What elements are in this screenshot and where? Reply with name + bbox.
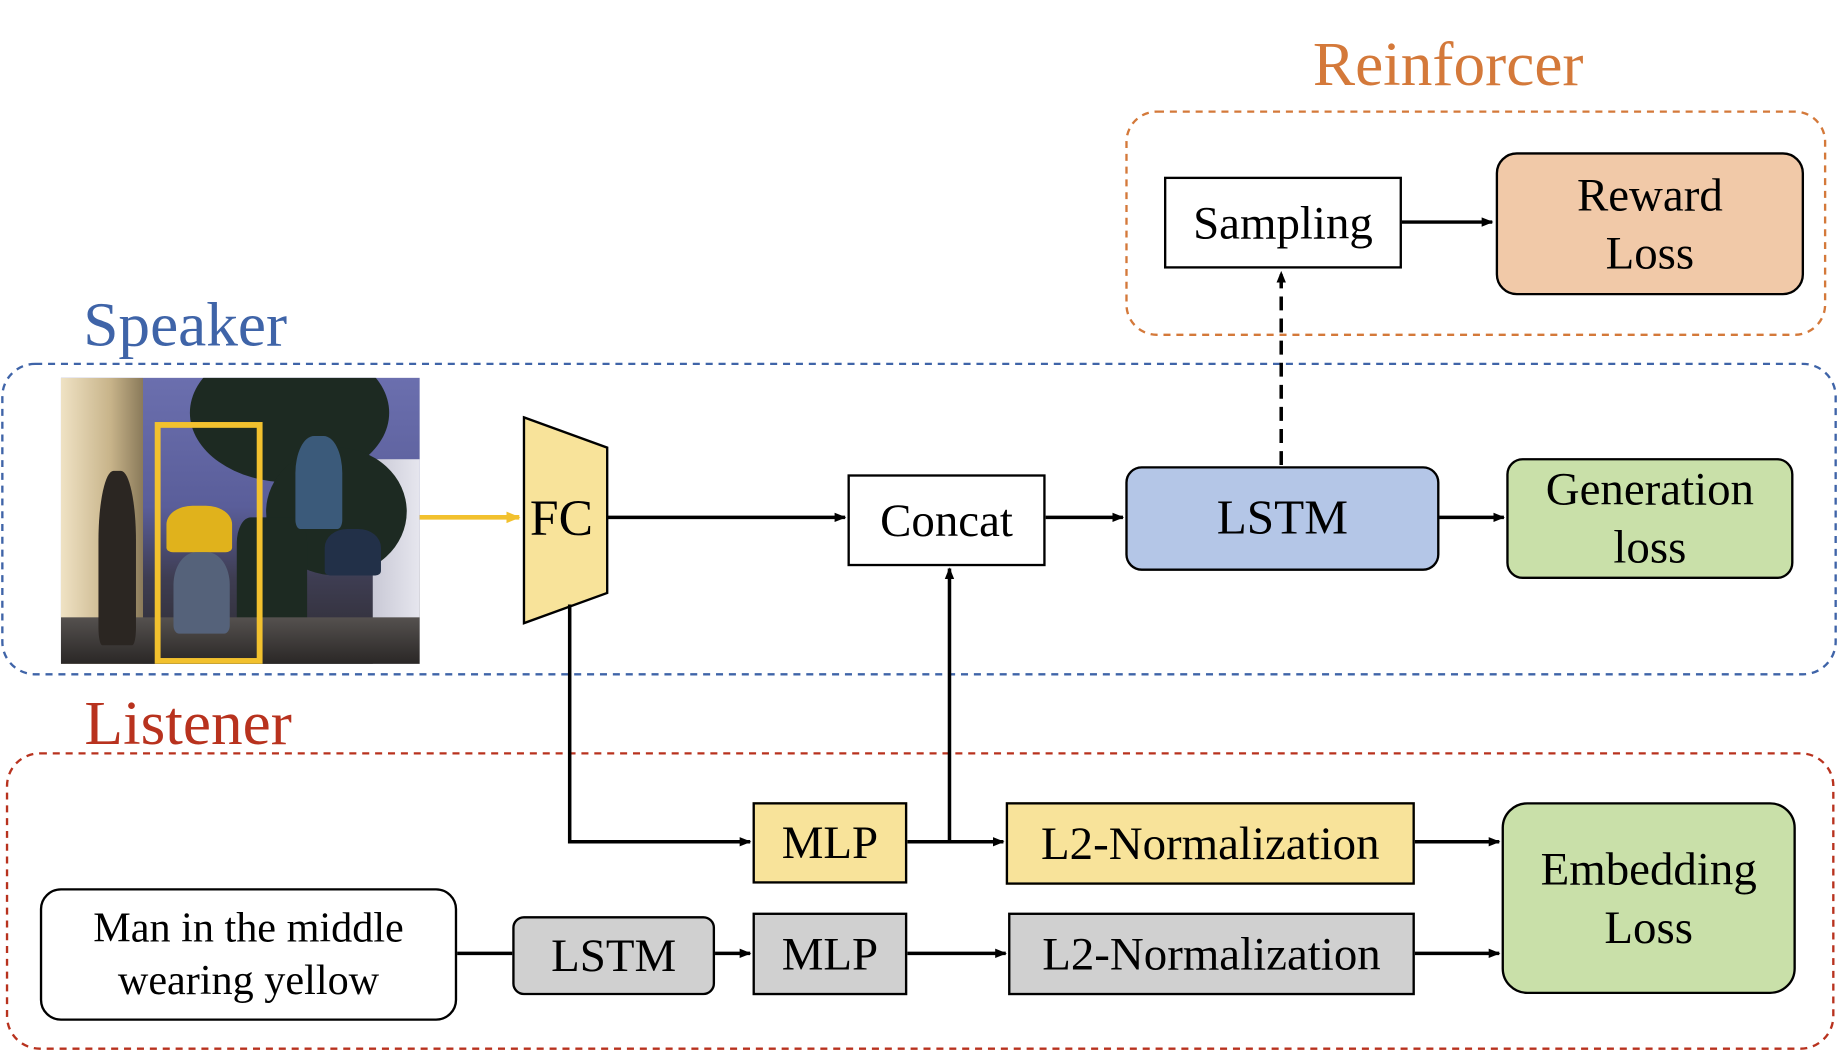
referring-expression-node: Man in the middle wearing yellow: [39, 888, 458, 1021]
person-shape: [295, 435, 343, 529]
listener-group-outline: [5, 752, 1835, 1050]
reinforcer-title: Reinforcer: [1312, 29, 1584, 99]
lstm-speaker-node: LSTM: [1125, 466, 1440, 571]
listener-title: Listener: [84, 688, 292, 759]
person-shape: [324, 528, 381, 576]
generation-loss-node: Generation loss: [1506, 458, 1794, 579]
target-bounding-box: [154, 422, 263, 664]
sampling-node: Sampling: [1163, 176, 1402, 269]
edge-fc-to-mlp: [567, 604, 752, 847]
mlp-text-node: MLP: [752, 912, 908, 996]
fc-shape: [522, 415, 609, 625]
embedding-loss-node: Embedding Loss: [1501, 802, 1796, 995]
person-shape: [166, 505, 233, 553]
person-shape: [173, 552, 230, 634]
fc-label: FC: [529, 488, 594, 546]
speaker-group-outline: [1, 362, 1837, 676]
input-image: [60, 377, 420, 664]
mlp-image-node: MLP: [752, 802, 908, 884]
reward-loss-node: Reward Loss: [1495, 152, 1805, 296]
reinforcer-group-outline: [1125, 110, 1827, 336]
lstm-listener-node: LSTM: [512, 916, 716, 996]
person-shape: [98, 470, 136, 646]
l2-normalization-text-node: L2-Normalization: [1008, 912, 1415, 996]
speaker-title: Speaker: [83, 289, 288, 360]
concat-node: Concat: [847, 474, 1046, 567]
l2-normalization-image-node: L2-Normalization: [1005, 802, 1415, 885]
